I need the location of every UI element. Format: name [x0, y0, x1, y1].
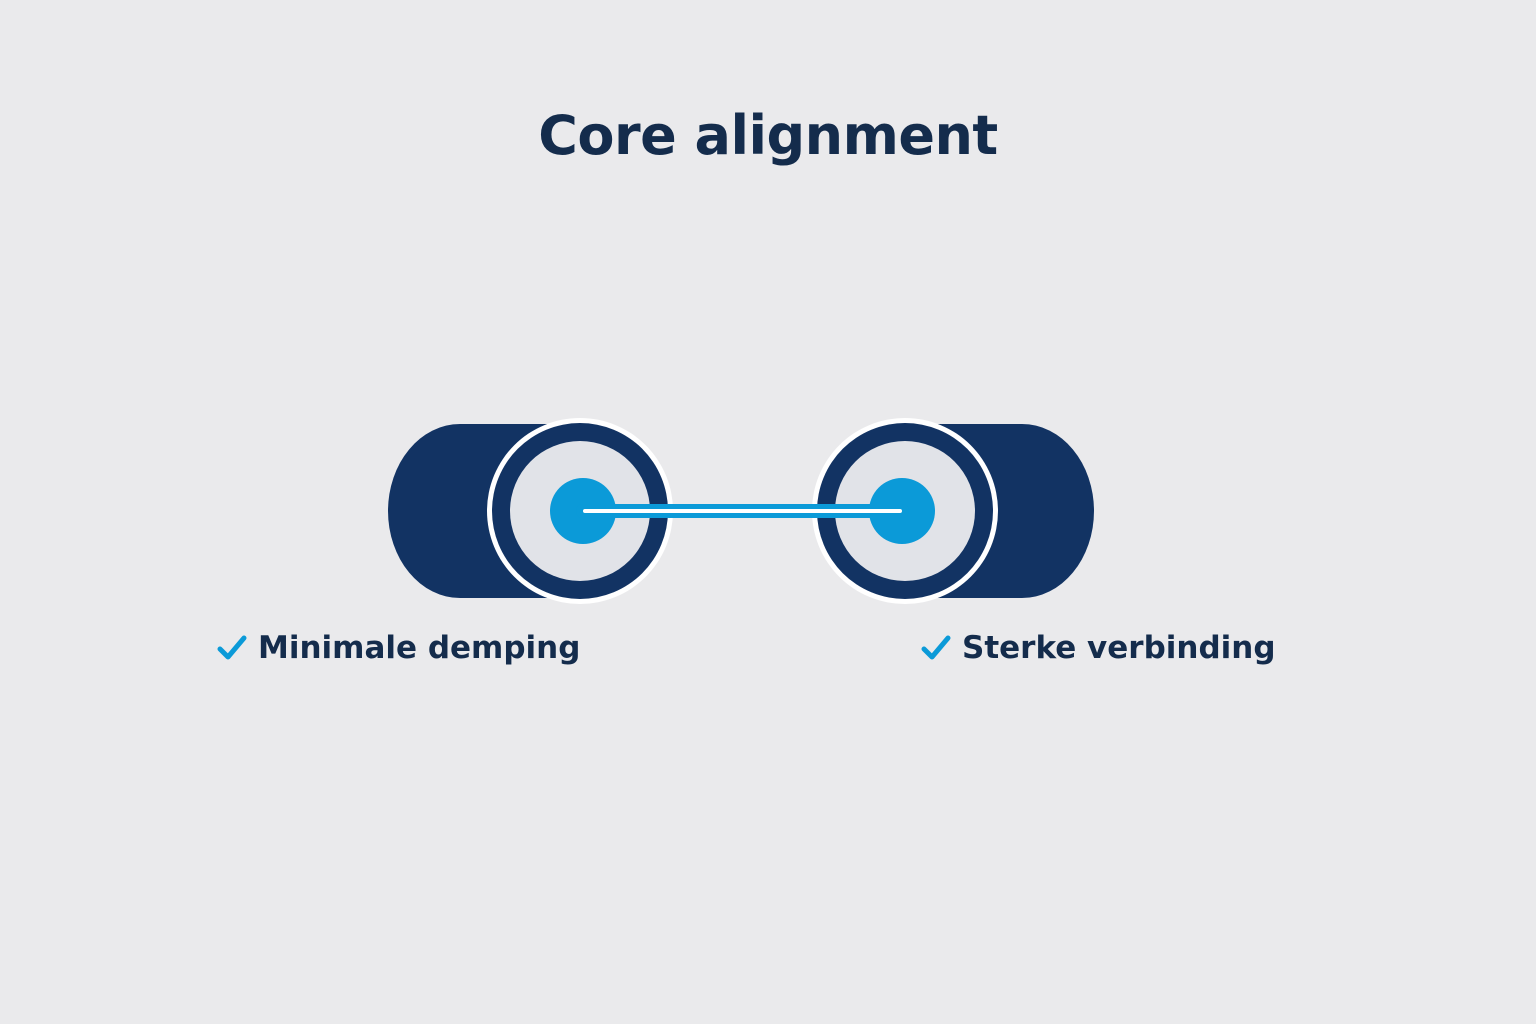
diagram-title: Core alignment — [538, 104, 998, 167]
benefit-label: Sterke verbinding — [962, 630, 1276, 666]
benefit-label: Minimale demping — [258, 630, 581, 666]
checkmark-icon — [217, 635, 247, 660]
left-fiber-connector-icon — [388, 418, 673, 604]
checkmark-icon — [921, 635, 951, 660]
benefit-strong-connection: Sterke verbinding — [920, 630, 1276, 666]
benefit-minimal-attenuation: Minimale demping — [216, 630, 580, 666]
